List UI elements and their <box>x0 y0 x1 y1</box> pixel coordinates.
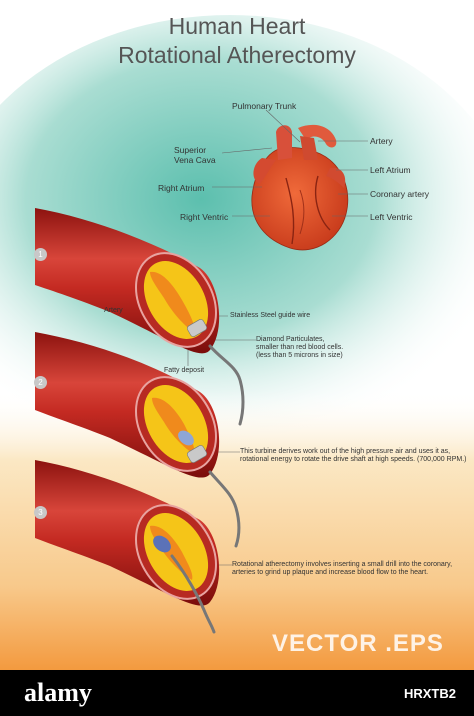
vessel-1 <box>35 208 245 426</box>
background-illustration <box>0 15 474 670</box>
footer-image-id: HRXTB2 <box>403 686 456 701</box>
footer-logo: alamy <box>24 678 92 707</box>
label-left-atrium: Left Atrium <box>370 165 411 175</box>
label-right-atrium: Right Atrium <box>158 183 205 193</box>
step-3-badge: 3 <box>34 506 47 519</box>
label-coronary-artery: Coronary artery <box>370 189 430 199</box>
vessel-3 <box>35 460 220 634</box>
footer-bar <box>0 670 474 716</box>
label-right-ventric: Right Ventric <box>180 212 229 222</box>
note-turbine-line1: This turbine derives work out of the hig… <box>240 448 451 455</box>
label-artery: Artery <box>370 136 393 146</box>
label-diamond-2: smaller than red blood cells. <box>256 344 344 351</box>
label-left-ventric: Left Ventric <box>370 212 413 222</box>
label-guide-wire: Stainless Steel guide wire <box>230 312 311 319</box>
heart-illustration <box>251 124 349 251</box>
label-diamond-1: Diamond Particulates, <box>256 336 325 343</box>
label-pulmonary-trunk: Pulmonary Trunk <box>232 101 297 111</box>
label-diamond-3: (less than 5 microns in size) <box>256 352 343 359</box>
note-rotational-line2: arteries to grind up plaque and increase… <box>232 569 429 576</box>
watermark-vector-eps: VECTOR .EPS <box>272 630 444 657</box>
page-subtitle: Rotational Atherectomy <box>118 42 356 68</box>
note-turbine-line2: rotational energy to rotate the drive sh… <box>240 456 467 463</box>
label-superior: Superior <box>174 145 207 155</box>
label-vena-cava: Vena Cava <box>174 155 216 165</box>
vessel-2 <box>35 332 241 548</box>
label-vessel-artery: Artery <box>104 307 123 314</box>
step-1-badge: 1 <box>34 248 47 261</box>
page-title: Human Heart <box>168 13 306 39</box>
note-rotational-line1: Rotational atherectomy involves insertin… <box>232 561 453 568</box>
step-2-badge: 2 <box>34 376 47 389</box>
label-fatty-deposit: Fatty deposit <box>164 367 205 374</box>
